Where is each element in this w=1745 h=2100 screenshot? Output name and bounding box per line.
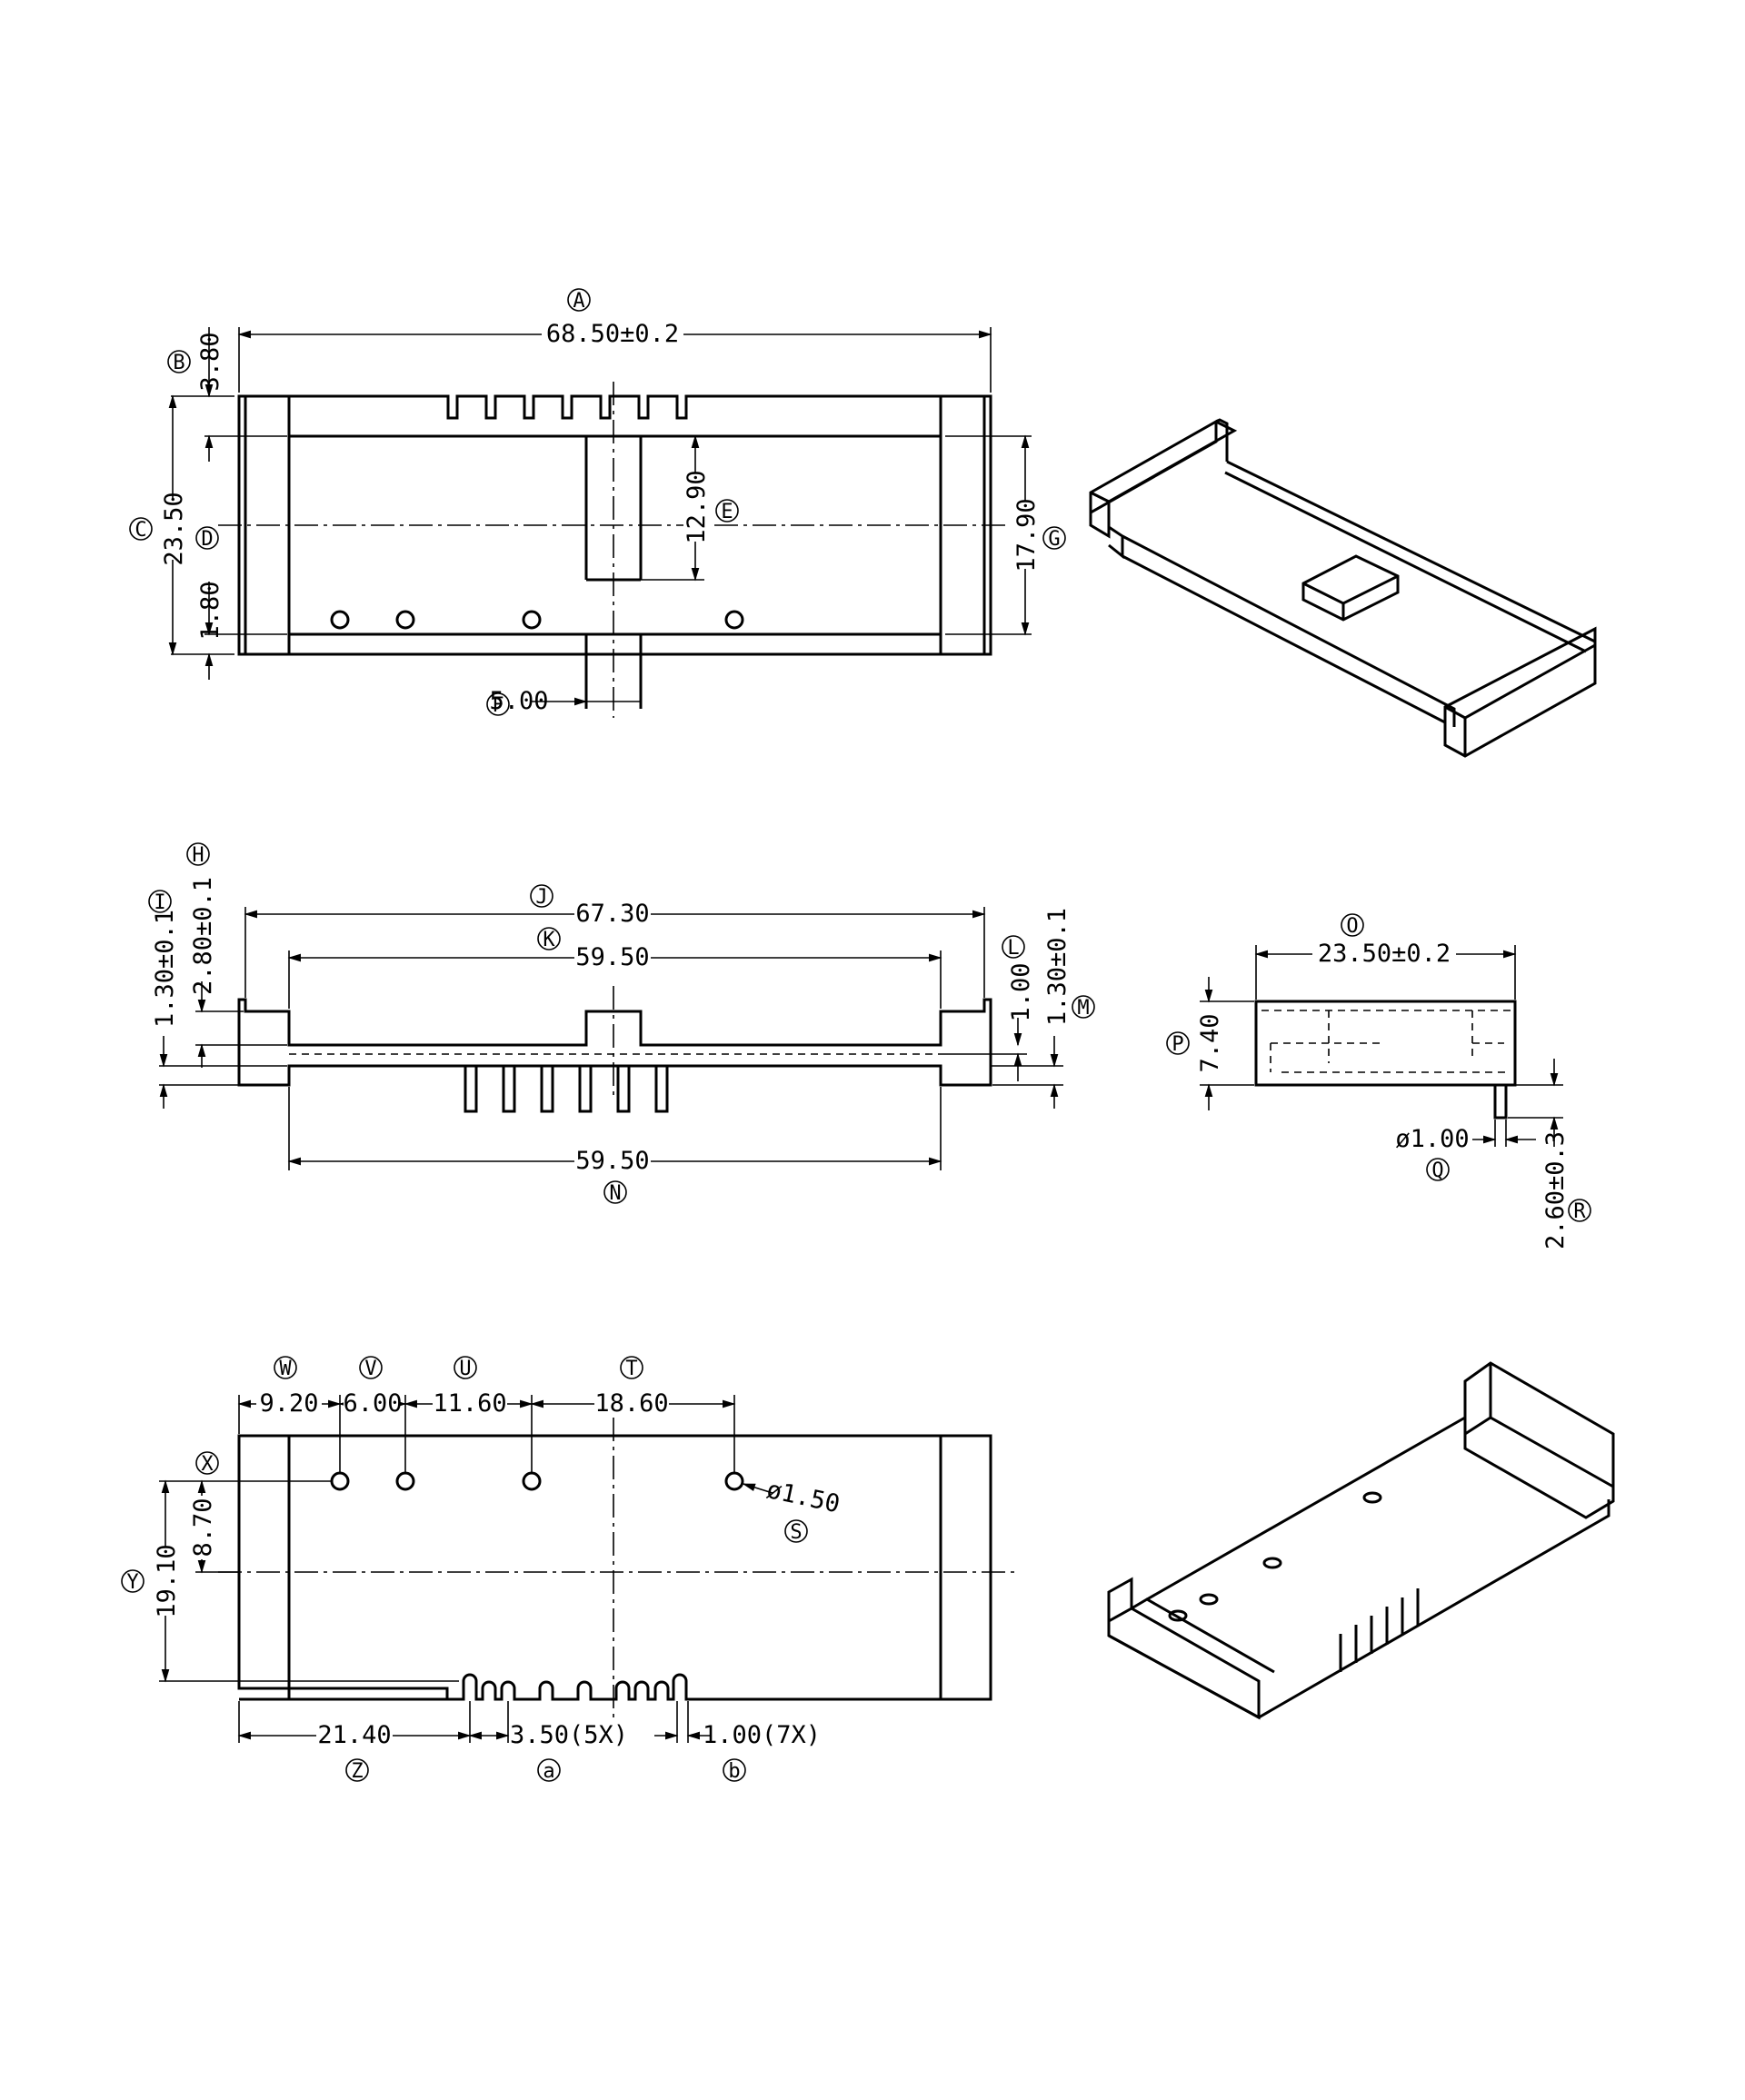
marker-g: G (1048, 528, 1060, 551)
dim-l-value: 1.00 (1007, 962, 1035, 1021)
marker-b2: b (728, 1760, 740, 1783)
marker-r: R (1573, 1200, 1586, 1223)
dim-u-value: 11.60 (433, 1389, 506, 1418)
front-view: 67.30 J 59.50 K 2.80±0.1 H 1.30±0.1 I 1.… (148, 842, 1095, 1205)
marker-q: Q (1431, 1159, 1443, 1182)
dim-w-value: 9.20 (259, 1389, 318, 1418)
marker-h: H (192, 844, 204, 867)
marker-j: J (535, 886, 547, 909)
marker-k: K (543, 929, 555, 951)
marker-m: M (1077, 997, 1089, 1020)
dim-b-value: 3.80 (196, 332, 224, 391)
dim-n-value: 59.50 (575, 1147, 649, 1175)
dim-e-value: 12.90 (683, 470, 711, 543)
marker-v: V (364, 1358, 376, 1380)
marker-i: I (154, 891, 165, 914)
marker-n: N (609, 1182, 621, 1205)
isometric-view-top (1089, 418, 1597, 758)
marker-y: Y (126, 1571, 138, 1594)
dim-a-value: 68.50±0.2 (546, 320, 679, 348)
dim-k-value: 59.50 (575, 943, 649, 971)
marker-t: T (625, 1358, 637, 1380)
marker-a: A (573, 290, 584, 313)
dim-q-value: ø1.00 (1395, 1125, 1469, 1153)
dim-s-value: ø1.50 (764, 1476, 843, 1518)
marker-e: E (721, 501, 733, 523)
marker-b: B (173, 352, 184, 374)
dim-r-value: 2.60±0.3 (1541, 1131, 1570, 1249)
dim-j-value: 67.30 (575, 900, 649, 928)
dim-v-value: 6.00 (343, 1389, 402, 1418)
side-view: 23.50±0.2 O 7.40 P ø1.00 Q 2.60±0.3 R (1166, 913, 1591, 1249)
dim-a2-value: 3.50(5X) (510, 1721, 628, 1749)
marker-w: W (279, 1358, 292, 1380)
dim-t-value: 18.60 (594, 1389, 668, 1418)
dim-g-value: 17.90 (1012, 498, 1041, 572)
marker-p: P (1172, 1033, 1183, 1056)
dim-c-value: 23.50 (160, 492, 188, 565)
bottom-view: 9.20 6.00 11.60 18.60 W V U T ø1.50 S 8.… (121, 1356, 1018, 1783)
marker-o: O (1346, 915, 1358, 938)
dim-o-value: 23.50±0.2 (1318, 940, 1451, 968)
dim-h-value: 2.80±0.1 (189, 877, 217, 995)
marker-u: U (459, 1358, 471, 1380)
dim-x-value: 8.70 (189, 1498, 217, 1557)
marker-d: D (201, 528, 213, 551)
dim-i-value: 1.30±0.1 (151, 910, 179, 1028)
dim-m-value: 1.30±0.1 (1043, 908, 1072, 1026)
marker-c: C (135, 519, 146, 542)
dim-z-value: 21.40 (317, 1721, 391, 1749)
marker-x: X (201, 1453, 214, 1476)
dim-f-value: 5.00 (489, 687, 548, 715)
marker-f: F (492, 694, 504, 717)
marker-l: L (1007, 937, 1019, 960)
dim-p-value: 7.40 (1196, 1013, 1224, 1072)
dim-y-value: 19.10 (153, 1544, 181, 1617)
dim-d-value: 1.80 (196, 581, 224, 640)
marker-a2: a (543, 1760, 554, 1783)
isometric-view-bottom (1107, 1361, 1615, 1720)
marker-z: Z (351, 1760, 363, 1783)
top-view: 68.50±0.2 A 3.80 B 23.50 C 1.80 D 12.90 … (129, 288, 1066, 718)
dim-b2-value: 1.00(7X) (703, 1721, 821, 1749)
marker-s: S (790, 1521, 802, 1544)
